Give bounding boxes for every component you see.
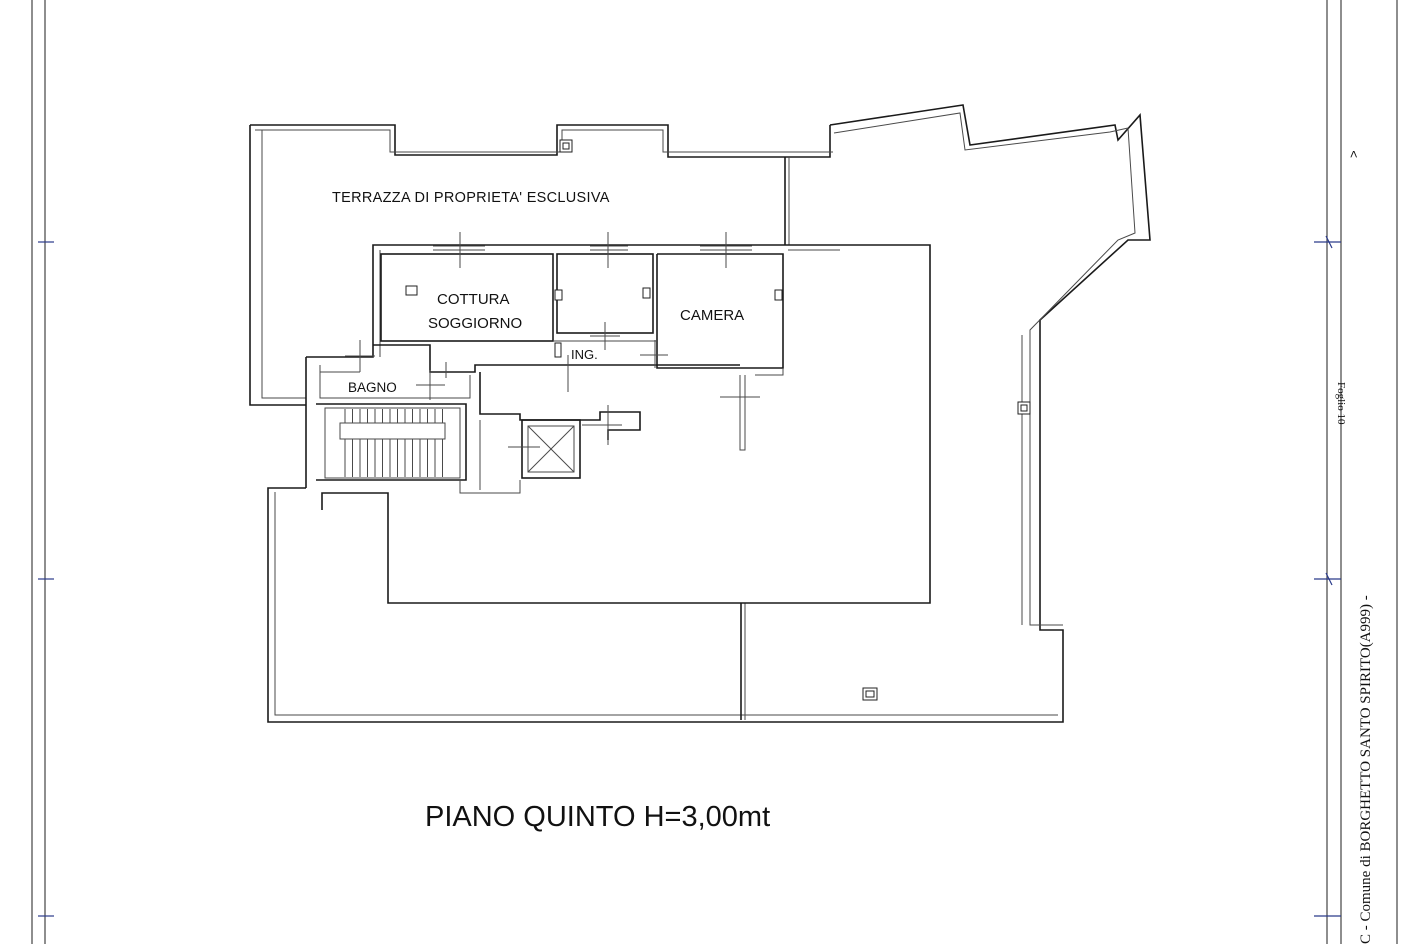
kitchen-label-line1: COTTURA <box>437 291 510 308</box>
elevator-shaft <box>521 419 581 479</box>
window-markers <box>345 232 760 448</box>
kitchen-label-line2: SOGGIORNO <box>428 315 522 332</box>
floor-title: PIANO QUINTO H=3,00mt <box>425 801 770 833</box>
staircase <box>316 403 521 494</box>
terrace-outline <box>249 124 833 406</box>
terrace-wing-outline <box>267 104 1151 723</box>
direction-arrow: > <box>1346 150 1361 158</box>
shaft-symbols <box>405 139 1031 701</box>
page-frame <box>31 0 1398 944</box>
bedroom-label: CAMERA <box>680 307 744 324</box>
terrace-label: TERRAZZA DI PROPRIETA' ESCLUSIVA <box>332 190 610 206</box>
building-outline <box>305 244 931 604</box>
margin-ticks <box>38 235 1341 917</box>
sheet-stamp-text: Foglio 10 <box>1335 382 1347 425</box>
entrance-label: ING. <box>571 347 598 362</box>
bathroom-label: BAGNO <box>348 380 397 395</box>
municipality-side-text: C - Comune di BORGHETTO SANTO SPIRITO(A9… <box>1358 595 1374 944</box>
